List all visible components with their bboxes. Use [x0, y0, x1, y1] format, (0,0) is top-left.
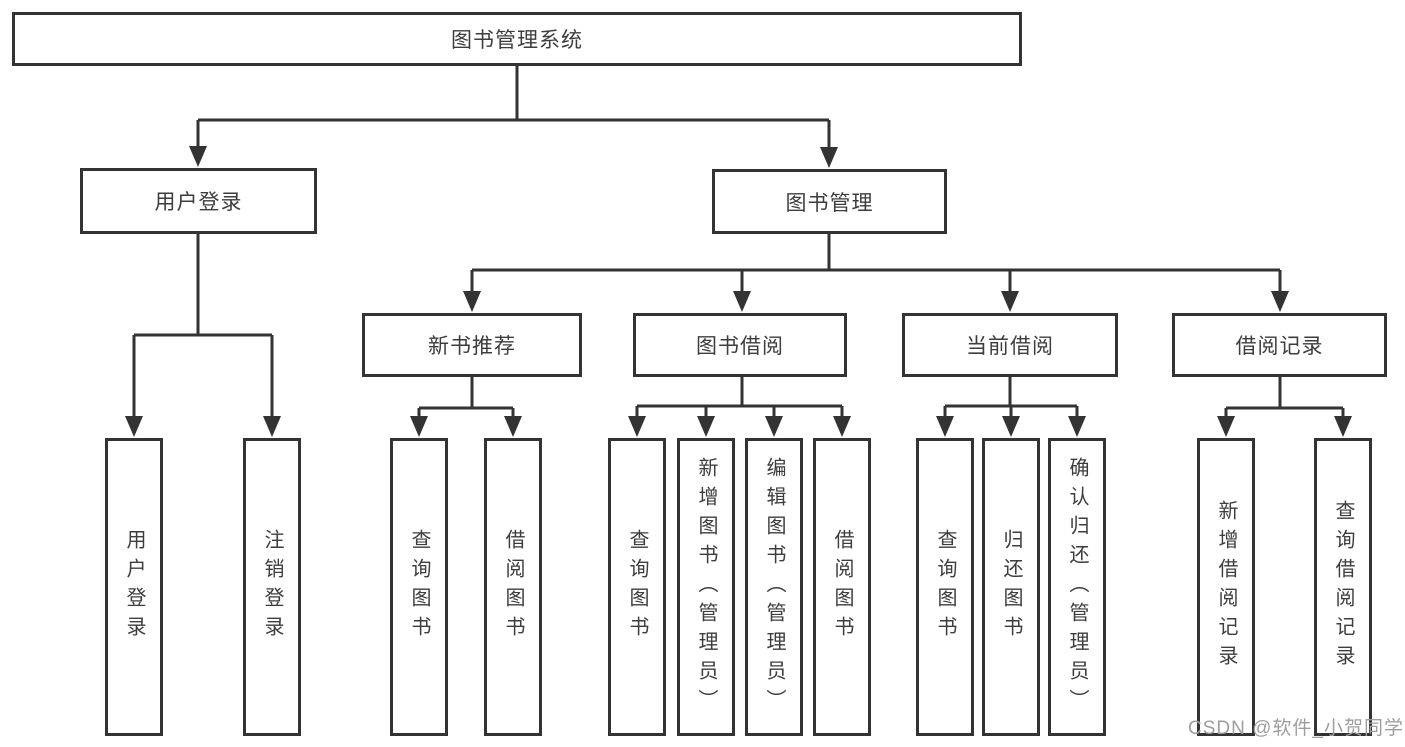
arrowhead-icon [833, 416, 851, 437]
leaf-confirm-return-admin: 确认归还（管理员） [1048, 438, 1106, 736]
node-current-borrowing-label: 当前借阅 [966, 335, 1054, 358]
node-root-label: 图书管理系统 [451, 29, 583, 52]
node-user-login-label: 用户登录 [154, 191, 243, 214]
leaf-confirm-return-admin-label: 确认归还（管理员） [1066, 456, 1088, 718]
leaf-query-borrow-record-label: 查询借阅记录 [1332, 500, 1354, 674]
arrowhead-icon [1002, 416, 1020, 437]
arrowhead-icon [410, 416, 428, 437]
leaf-query-books-recommend-label: 查询图书 [408, 529, 430, 645]
leaf-logout: 注销登录 [243, 438, 301, 736]
node-current-borrowing: 当前借阅 [902, 313, 1118, 377]
arrowhead-icon [1271, 291, 1289, 312]
leaf-add-books-admin: 新增图书（管理员） [677, 438, 735, 736]
leaf-query-books-recommend: 查询图书 [390, 438, 448, 736]
arrowhead-icon [504, 416, 522, 437]
leaf-query-books-current: 查询图书 [916, 438, 974, 736]
leaf-edit-books-admin-label: 编辑图书（管理员） [763, 456, 785, 718]
node-book-management-label: 图书管理 [785, 191, 874, 215]
node-user-login: 用户登录 [80, 168, 317, 234]
node-new-book-recommend: 新书推荐 [362, 313, 582, 377]
arrowhead-icon [936, 416, 954, 437]
arrowhead-icon [820, 147, 838, 168]
node-book-management: 图书管理 [712, 169, 947, 234]
leaf-user-login: 用户登录 [105, 438, 163, 736]
leaf-query-books-borrowing: 查询图书 [608, 438, 666, 736]
leaf-logout-label: 注销登录 [261, 529, 283, 645]
arrowhead-icon [189, 146, 207, 167]
leaf-add-borrow-record: 新增借阅记录 [1197, 438, 1255, 736]
leaf-add-books-admin-label: 新增图书（管理员） [695, 456, 717, 718]
arrowhead-icon [628, 416, 646, 437]
node-borrowing-records: 借阅记录 [1172, 313, 1387, 377]
arrowhead-icon [463, 291, 481, 312]
arrowhead-icon [697, 416, 715, 437]
arrowhead-icon [1068, 416, 1086, 437]
arrowhead-icon [1217, 416, 1235, 437]
leaf-query-books-borrowing-label: 查询图书 [626, 529, 648, 645]
leaf-add-borrow-record-label: 新增借阅记录 [1215, 500, 1237, 674]
leaf-return-books-label: 归还图书 [1000, 529, 1022, 645]
leaf-user-login-label: 用户登录 [123, 529, 145, 645]
leaf-query-books-current-label: 查询图书 [934, 529, 956, 645]
node-new-book-recommend-label: 新书推荐 [428, 335, 516, 358]
leaf-query-borrow-record: 查询借阅记录 [1314, 438, 1372, 736]
csdn-watermark: CSDN @软件_小贺同学 [1188, 718, 1404, 739]
leaf-borrow-books-recommend-label: 借阅图书 [502, 529, 524, 645]
arrowhead-icon [125, 416, 143, 437]
node-root: 图书管理系统 [12, 12, 1022, 66]
leaf-borrow-books: 借阅图书 [813, 438, 871, 736]
node-book-borrowing: 图书借阅 [633, 313, 847, 377]
node-borrowing-records-label: 借阅记录 [1235, 335, 1324, 358]
arrowhead-icon [765, 416, 783, 437]
arrowhead-icon [733, 291, 751, 312]
leaf-edit-books-admin: 编辑图书（管理员） [745, 438, 803, 736]
arrowhead-icon [1334, 416, 1352, 437]
leaf-borrow-books-label: 借阅图书 [831, 529, 853, 645]
leaf-return-books: 归还图书 [982, 438, 1040, 736]
leaf-borrow-books-recommend: 借阅图书 [484, 438, 542, 736]
arrowhead-icon [263, 416, 281, 437]
arrowhead-icon [1001, 291, 1019, 312]
node-book-borrowing-label: 图书借阅 [696, 335, 784, 358]
